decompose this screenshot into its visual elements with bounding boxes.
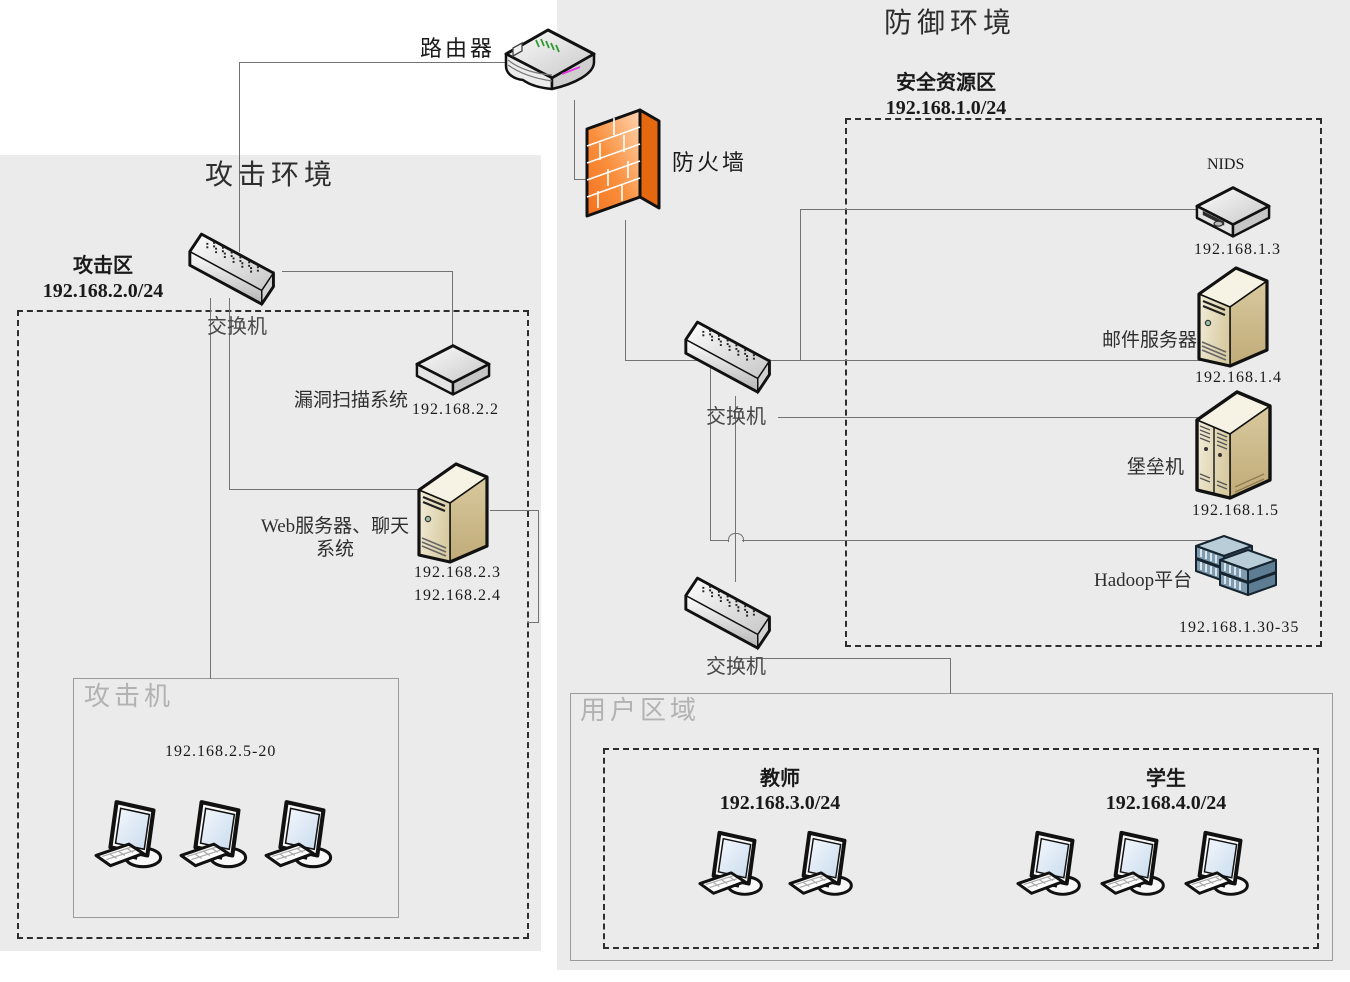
attack-subnet-dashed-box — [17, 310, 529, 939]
student-pc-icon — [1098, 826, 1178, 906]
teachers-label: 教师 — [760, 768, 800, 790]
router-icon — [500, 26, 600, 108]
firewall-icon — [584, 106, 664, 222]
teachers-subnet: 192.168.3.0/24 — [719, 792, 841, 814]
security-zone-subnet: 192.168.1.0/24 — [885, 97, 1007, 119]
defense-environment-title: 防御环境 — [884, 8, 1017, 39]
attacker-machines-ip-range: 192.168.2.5-20 — [165, 743, 277, 760]
web-server-icon — [416, 460, 490, 564]
connector-switch-nids-h — [800, 209, 1213, 210]
connector-firewall-switch-v — [625, 220, 626, 361]
scanner-label: 漏洞扫描系统 — [294, 390, 409, 411]
connector-router-firewall-v — [574, 100, 575, 180]
connector-switch-nids-v — [800, 209, 801, 361]
user-subnet-dashed-box — [603, 748, 1319, 949]
connector-switch-web-h — [229, 489, 425, 490]
hadoop-ip-range: 192.168.1.30-35 — [1179, 619, 1300, 636]
connector-switch-hadoop-h2 — [742, 540, 1223, 541]
connector-web-out-h1 — [490, 510, 539, 511]
access-switch-icon — [680, 576, 785, 658]
web-server-label-line1: Web服务器、聊天 — [260, 516, 410, 537]
connector-switch-web-v — [229, 298, 230, 490]
mail-server-ip: 192.168.1.4 — [1195, 369, 1282, 386]
attacker-machines-box — [73, 678, 399, 918]
student-pc-icon — [1182, 826, 1262, 906]
bastion-host-icon — [1194, 388, 1274, 500]
nids-device-icon — [1194, 184, 1272, 242]
access-switch-label: 交换机 — [706, 656, 766, 678]
attack-zone-subnet: 192.168.2.0/24 — [42, 280, 164, 302]
nids-ip: 192.168.1.3 — [1194, 241, 1281, 258]
attack-environment-title: 攻击环境 — [205, 160, 338, 191]
mail-server-label: 邮件服务器 — [1102, 330, 1198, 351]
hadoop-label: Hadoop平台 — [1094, 570, 1193, 591]
connector-switch-attackers-v — [210, 298, 211, 679]
attack-switch-icon — [184, 232, 289, 314]
connector-access-userarea-v — [950, 658, 951, 694]
connector-switch-hadoop-v — [710, 363, 711, 541]
connector-core-access-switch-v — [735, 396, 736, 582]
router-label: 路由器 — [420, 36, 496, 61]
connector-web-out-h2 — [527, 622, 539, 623]
teacher-pc-icon — [786, 826, 866, 906]
students-subnet: 192.168.4.0/24 — [1105, 792, 1227, 814]
user-area-title: 用户区域 — [580, 696, 701, 725]
connector-switch-scanner-v — [452, 271, 453, 351]
bastion-label: 堡垒机 — [1127, 457, 1185, 478]
scanner-ip: 192.168.2.2 — [412, 401, 499, 418]
security-zone-name: 安全资源区 — [896, 72, 996, 94]
attack-zone-name: 攻击区 — [73, 255, 133, 277]
bastion-ip: 192.168.1.5 — [1192, 502, 1279, 519]
connector-switch-bastion-h — [778, 417, 1198, 418]
connector-web-out-v — [538, 510, 539, 623]
connector-router-firewall-h — [574, 179, 591, 180]
attacker-pc-icon — [92, 796, 176, 878]
attacker-pc-icon — [262, 796, 346, 878]
line-jump-arc — [728, 533, 744, 542]
nids-label: NIDS — [1207, 156, 1245, 173]
connector-router-attack-v — [239, 62, 240, 252]
attacker-machines-title: 攻击机 — [84, 682, 175, 711]
firewall-label: 防火墙 — [672, 150, 748, 175]
core-switch-label: 交换机 — [706, 406, 766, 428]
web-server-ip2: 192.168.2.4 — [414, 587, 501, 604]
web-server-label-line2: 系统 — [315, 539, 355, 560]
mail-server-icon — [1196, 264, 1270, 368]
students-label: 学生 — [1146, 768, 1186, 790]
web-server-ip1: 192.168.2.3 — [414, 564, 501, 581]
connector-switch-mail-h — [625, 360, 1200, 361]
scanner-device-icon — [414, 342, 492, 400]
hadoop-rack-icon — [1192, 534, 1280, 618]
attack-switch-label: 交换机 — [207, 316, 267, 338]
student-pc-icon — [1014, 826, 1094, 906]
teacher-pc-icon — [696, 826, 776, 906]
connector-access-userarea-h — [743, 658, 951, 659]
connector-router-attack-h — [239, 62, 506, 63]
user-area-box — [570, 693, 1333, 961]
connector-switch-hadoop-h1 — [710, 540, 729, 541]
core-switch-icon — [680, 320, 785, 402]
attacker-pc-icon — [177, 796, 261, 878]
security-resource-dashed-box — [845, 118, 1322, 647]
connector-switch-scanner-h — [282, 271, 453, 272]
